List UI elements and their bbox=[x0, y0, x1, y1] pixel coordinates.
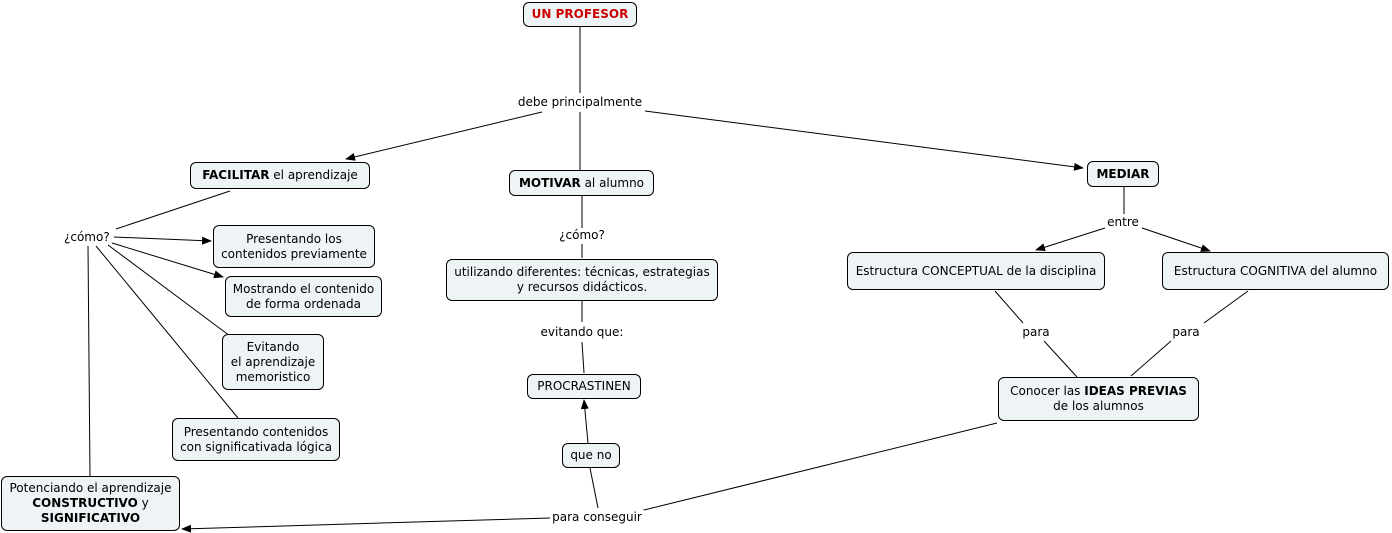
node-un-profesor[interactable]: UN PROFESOR bbox=[523, 2, 637, 27]
node-presentando-previamente[interactable]: Presentando los contenidos previamente bbox=[213, 225, 375, 268]
label-como-center: ¿cómo? bbox=[557, 228, 607, 242]
node-estructura-conceptual-text: Estructura CONCEPTUAL de la disciplina bbox=[855, 263, 1097, 278]
label-para-right: para bbox=[1170, 325, 1202, 339]
node-procrastinen[interactable]: PROCRASTINEN bbox=[527, 374, 641, 399]
node-facilitar-text: FACILITAR el aprendizaje bbox=[202, 168, 358, 183]
node-que-no-text: que no bbox=[570, 448, 612, 462]
node-conocer-pre: Conocer las bbox=[1010, 384, 1085, 398]
node-estructura-conceptual[interactable]: Estructura CONCEPTUAL de la disciplina bbox=[847, 252, 1105, 290]
node-mediar[interactable]: MEDIAR bbox=[1087, 161, 1159, 187]
node-potenciando-constructivo: CONSTRUCTIVO bbox=[32, 496, 138, 510]
node-que-no[interactable]: que no bbox=[562, 443, 620, 468]
node-motivar-text: MOTIVAR al alumno bbox=[519, 176, 644, 191]
node-potenciando-line2: CONSTRUCTIVO y bbox=[32, 496, 149, 511]
node-mostrando-line1: Mostrando el contenido bbox=[232, 281, 375, 296]
node-presentando-previamente-line1: Presentando los bbox=[246, 231, 342, 246]
label-para-conseguir: para conseguir bbox=[550, 510, 644, 524]
node-conocer-ideas-previas[interactable]: Conocer las IDEAS PREVIAS de los alumnos bbox=[998, 377, 1199, 421]
node-presentando-previamente-line2: contenidos previamente bbox=[221, 246, 367, 261]
node-utilizando-line2: y recursos didácticos. bbox=[516, 280, 648, 294]
node-motivar[interactable]: MOTIVAR al alumno bbox=[509, 170, 654, 196]
node-estructura-cognitiva-text: Estructura COGNITIVA del alumno bbox=[1173, 263, 1378, 278]
node-potenciando[interactable]: Potenciando el aprendizaje CONSTRUCTIVO … bbox=[1, 476, 180, 531]
node-conocer-ideas-previas-bold: IDEAS PREVIAS bbox=[1084, 384, 1187, 398]
node-motivar-bold: MOTIVAR bbox=[518, 175, 581, 190]
node-mostrando-line2: de forma ordenada bbox=[246, 296, 361, 311]
node-conocer-line1: Conocer las IDEAS PREVIAS bbox=[1010, 384, 1187, 399]
label-para-left: para bbox=[1020, 325, 1052, 339]
node-evitando-line3: memoristico bbox=[235, 369, 311, 384]
node-facilitar[interactable]: FACILITAR el aprendizaje bbox=[190, 162, 370, 189]
node-evitando-line2: el aprendizaje bbox=[230, 354, 316, 369]
label-como-left: ¿cómo? bbox=[62, 230, 112, 244]
node-motivar-rest: al alumno bbox=[580, 175, 645, 190]
node-facilitar-bold: FACILITAR bbox=[202, 168, 270, 182]
node-facilitar-rest: el aprendizaje bbox=[269, 168, 358, 182]
label-debe-principalmente: debe principalmente bbox=[515, 95, 645, 109]
node-evitando-line1: Evitando bbox=[246, 339, 300, 354]
node-potenciando-significativo: SIGNIFICATIVO bbox=[40, 511, 141, 525]
node-mediar-text: MEDIAR bbox=[1096, 166, 1150, 181]
node-potenciando-y: y bbox=[137, 496, 149, 510]
node-mostrando-contenido[interactable]: Mostrando el contenido de forma ordenada bbox=[225, 276, 382, 317]
node-utilizando-tecnicas[interactable]: utilizando diferentes: técnicas, estrate… bbox=[446, 259, 718, 301]
node-procrastinen-text: PROCRASTINEN bbox=[537, 379, 631, 393]
node-un-profesor-text: UN PROFESOR bbox=[531, 7, 629, 21]
node-estructura-cognitiva[interactable]: Estructura COGNITIVA del alumno bbox=[1162, 252, 1389, 290]
node-presentando-logica-line1: Presentando contenidos bbox=[183, 424, 329, 439]
label-evitando-que: evitando que: bbox=[538, 325, 626, 339]
label-entre: entre bbox=[1105, 215, 1141, 229]
node-evitando-memoristico[interactable]: Evitando el aprendizaje memoristico bbox=[222, 334, 324, 390]
node-presentando-logica[interactable]: Presentando contenidos con significativa… bbox=[172, 418, 340, 461]
node-potenciando-line1: Potenciando el aprendizaje bbox=[9, 481, 172, 495]
node-conocer-line2: de los alumnos bbox=[1053, 399, 1144, 413]
node-presentando-logica-line2: con significativada lógica bbox=[180, 439, 332, 454]
node-utilizando-line1: utilizando diferentes: técnicas, estrate… bbox=[454, 265, 710, 279]
